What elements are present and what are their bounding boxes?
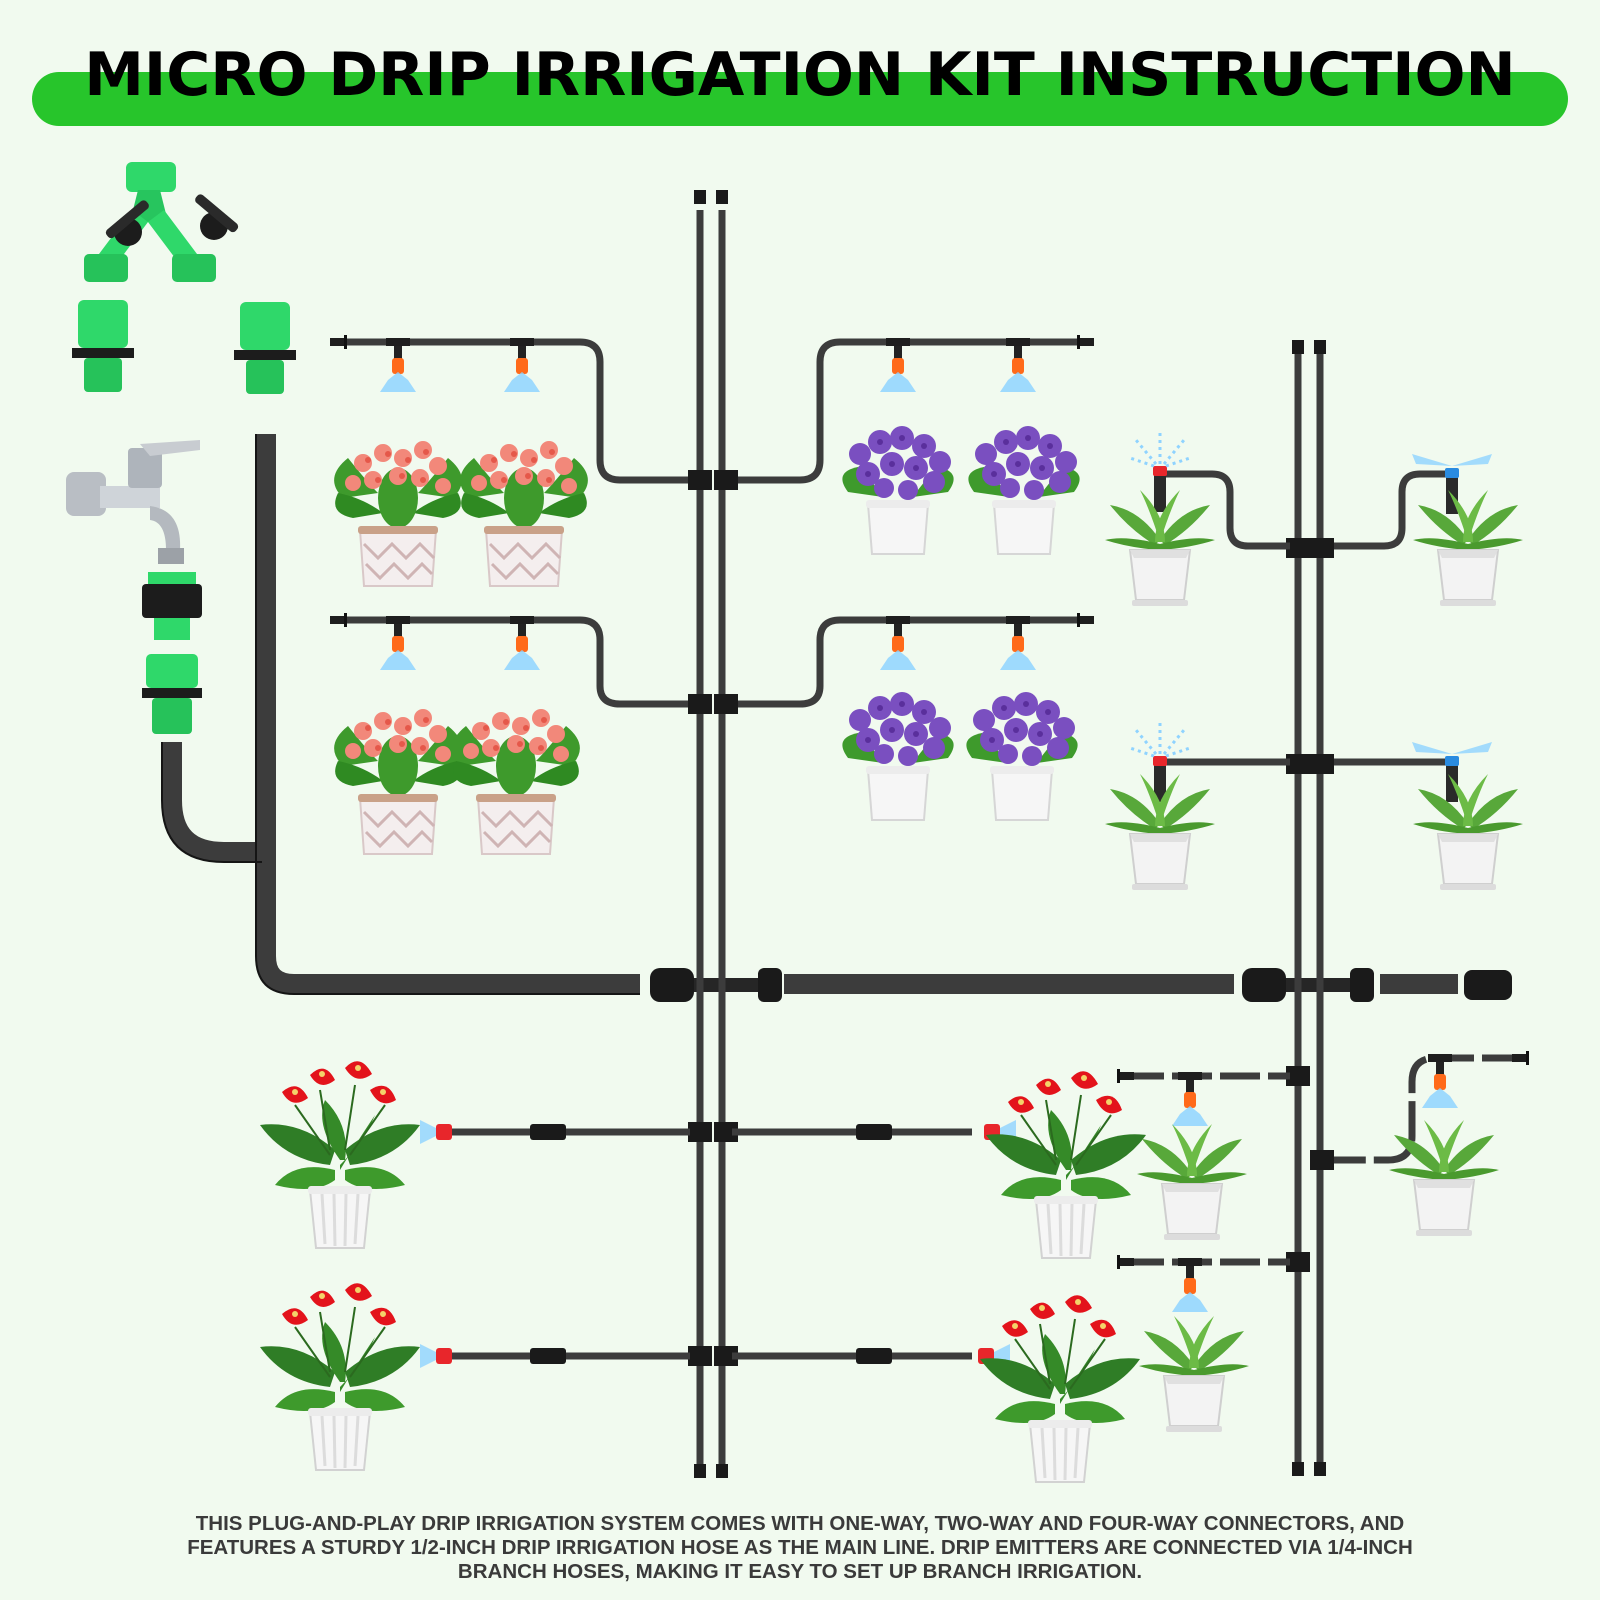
tee-connector-icon: [688, 470, 1334, 1366]
faucet-icon: [66, 440, 200, 564]
sprinkler-icon: [1128, 430, 1492, 804]
branch-hose-left: [696, 210, 1324, 1470]
branch-hose-row-1: [340, 338, 1084, 708]
irrigation-diagram: [66, 162, 1529, 1484]
main-line-outline: [161, 434, 640, 995]
end-plug-icon: [694, 190, 1326, 1478]
description-caption: THIS PLUG-AND-PLAY DRIP IRRIGATION SYSTE…: [70, 1512, 1530, 1584]
quick-connector-icon: [142, 572, 202, 734]
end-plug-icon: [1464, 970, 1512, 1000]
page-title: MICRO DRIP IRRIGATION KIT INSTRUCTION: [84, 40, 1516, 110]
caption-line-1: THIS PLUG-AND-PLAY DRIP IRRIGATION SYSTE…: [195, 1512, 1405, 1535]
quick-connector-icon: [234, 302, 296, 394]
main-line: [162, 434, 1458, 994]
branch-hose-row-3: [452, 1128, 972, 1360]
two-way-splitter-icon: [84, 162, 239, 282]
drip-emitter-icon: [420, 1120, 1016, 1368]
branch-hose-row-2: [1162, 470, 1454, 766]
title-banner: [32, 72, 1568, 126]
branch-hose-row-4: [1124, 1054, 1522, 1266]
four-way-connector: [650, 968, 782, 1002]
caption-line-2: FEATURES A STURDY 1/2-INCH DRIP IRRIGATI…: [187, 1536, 1413, 1559]
caption-line-3: BRANCH HOSES, MAKING IT EASY TO SET UP B…: [457, 1560, 1143, 1583]
straight-connector: [530, 1124, 892, 1364]
quick-connector-icon: [72, 300, 134, 392]
kalanchoe-plant-icon: [332, 439, 590, 856]
four-way-connector: [1242, 968, 1374, 1002]
